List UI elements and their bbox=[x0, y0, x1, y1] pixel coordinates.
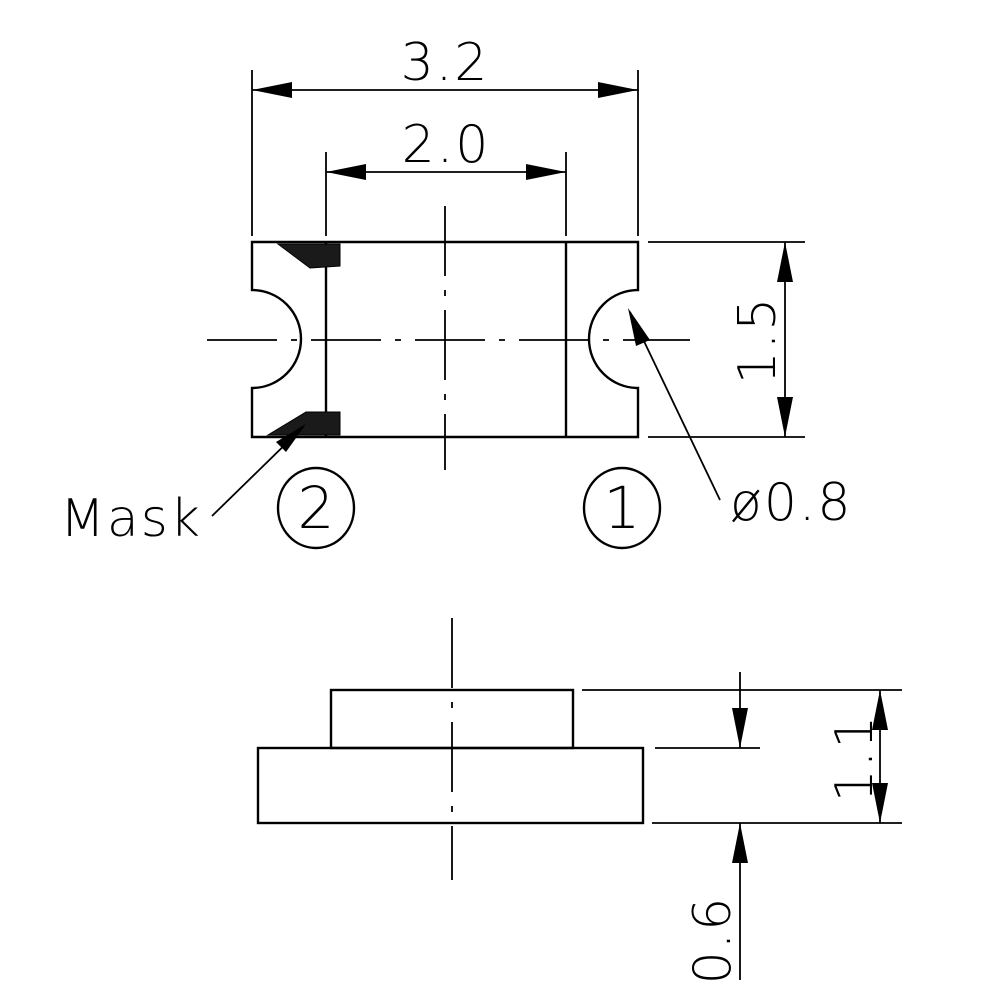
arrowhead bbox=[326, 164, 366, 180]
polarity-mask-bottom bbox=[266, 411, 341, 436]
arrowhead bbox=[598, 82, 638, 98]
polarity-mask-top bbox=[276, 243, 341, 269]
mask-label: Mask bbox=[60, 489, 202, 549]
arrowhead bbox=[732, 708, 748, 748]
top-view: 3.2 2.0 1.5 ø0.8 Mask 2 1 bbox=[60, 33, 853, 550]
dimension-label-1-1: 1.1 bbox=[825, 714, 885, 803]
arrowhead bbox=[252, 82, 292, 98]
arrowhead bbox=[777, 242, 793, 282]
arrowhead bbox=[872, 783, 888, 823]
pin-2-circle bbox=[276, 466, 356, 550]
pin-1-label: 1 bbox=[604, 474, 641, 542]
dimension-label-0-6: 0.6 bbox=[683, 896, 743, 985]
dimension-label-2-0: 2.0 bbox=[402, 115, 491, 175]
arrowhead bbox=[777, 397, 793, 437]
dimension-label-1-5: 1.5 bbox=[728, 296, 788, 385]
substrate-body bbox=[256, 746, 645, 825]
arrowhead bbox=[732, 823, 748, 863]
arrowhead bbox=[872, 690, 888, 730]
package-outline bbox=[250, 240, 640, 439]
dimension-label-3-2: 3.2 bbox=[401, 33, 490, 93]
arrowhead bbox=[526, 164, 566, 180]
leader-line-hole bbox=[629, 311, 721, 501]
arrowhead bbox=[276, 424, 306, 452]
side-view: 1.1 0.6 bbox=[256, 618, 902, 985]
pin-1-circle bbox=[582, 466, 662, 550]
pin-2-label: 2 bbox=[298, 474, 335, 542]
dimension-label-hole-diameter: ø0.8 bbox=[730, 473, 853, 533]
arrowhead bbox=[628, 308, 650, 346]
